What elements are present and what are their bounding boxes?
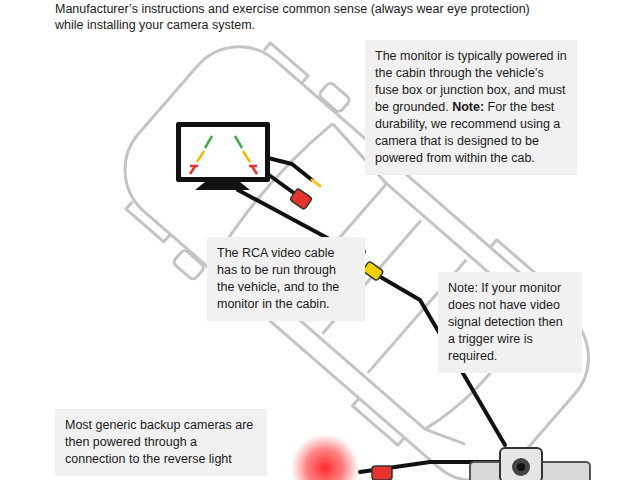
callout-box: Most generic backup cameras are then pow… — [55, 409, 267, 476]
reverse-light-glow — [291, 434, 359, 480]
callout-box: Note: If your monitor does not have vide… — [438, 272, 582, 373]
callout-text: Note: If your monitor does not have vide… — [448, 281, 563, 363]
intro-text: while installing your camera system. — [55, 17, 255, 33]
monitor — [176, 122, 270, 190]
callout-box: The monitor is typically powered in the … — [365, 40, 577, 175]
callout-text: Note: — [452, 100, 484, 114]
intro-text: Manufacturer’s instructions and exercise… — [55, 1, 530, 17]
backup-camera — [470, 448, 590, 480]
callout-text: The RCA video cable has to be run throug… — [217, 246, 339, 311]
callout-box: The RCA video cable has to be run throug… — [207, 237, 365, 321]
callout-text: Most generic backup cameras are then pow… — [65, 418, 253, 466]
rca-connectors — [290, 188, 392, 480]
